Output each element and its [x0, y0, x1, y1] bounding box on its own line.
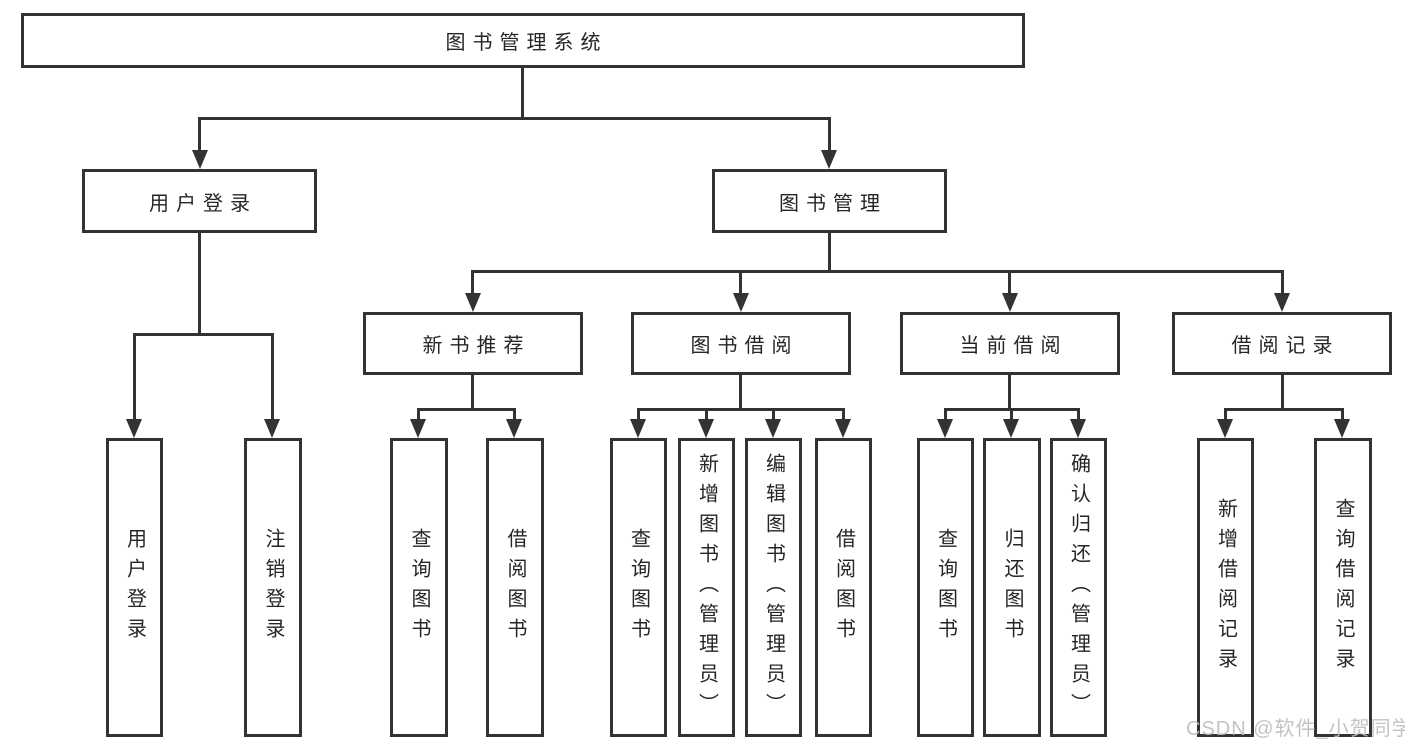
- arrowhead-icon: [1334, 419, 1350, 438]
- connector-v: [1224, 408, 1227, 422]
- connector-v: [828, 232, 831, 273]
- leaf-borrow-edit-label: 编辑图书（管理员）: [762, 452, 785, 723]
- arrowhead-icon: [733, 293, 749, 312]
- node-book-mgmt: 图书管理: [712, 169, 947, 233]
- arrowhead-icon: [1002, 293, 1018, 312]
- leaf-borrow-borrow-label: 借阅图书: [832, 527, 855, 648]
- leaf-current-return-label: 归还图书: [1001, 527, 1023, 648]
- leaf-records-query: 查询借阅记录: [1314, 438, 1372, 737]
- connector-v: [1281, 270, 1284, 296]
- leaf-borrow-query-label: 查询图书: [627, 527, 650, 648]
- arrowhead-icon: [410, 419, 426, 438]
- node-borrow-records-label: 借阅记录: [1231, 335, 1340, 357]
- arrowhead-icon: [630, 419, 646, 438]
- connector-v: [133, 333, 136, 420]
- connector-v: [944, 408, 947, 422]
- arrowhead-icon: [821, 150, 837, 169]
- connector-v: [1010, 408, 1013, 422]
- leaf-current-confirm-label: 确认归还（管理员）: [1067, 452, 1090, 723]
- connector-v: [198, 117, 201, 153]
- arrowhead-icon: [126, 419, 142, 438]
- arrowhead-icon: [1217, 419, 1233, 438]
- connector-v: [705, 408, 708, 422]
- leaf-current-return: 归还图书: [983, 438, 1041, 737]
- arrowhead-icon: [765, 419, 781, 438]
- leaf-logout: 注销登录: [244, 438, 302, 737]
- leaf-records-add: 新增借阅记录: [1197, 438, 1254, 737]
- connector-v: [513, 408, 516, 422]
- connector-h: [198, 117, 831, 120]
- arrowhead-icon: [937, 419, 953, 438]
- leaf-records-query-label: 查询借阅记录: [1332, 497, 1354, 678]
- connector-h: [637, 408, 845, 411]
- leaf-borrow-edit: 编辑图书（管理员）: [745, 438, 802, 737]
- leaf-new-books-query: 查询图书: [390, 438, 448, 737]
- arrowhead-icon: [465, 293, 481, 312]
- connector-h: [471, 270, 1283, 273]
- connector-v: [1281, 374, 1284, 411]
- connector-h: [417, 408, 516, 411]
- connector-h: [133, 333, 274, 336]
- leaf-records-add-label: 新增借阅记录: [1214, 497, 1237, 678]
- leaf-borrow-query: 查询图书: [610, 438, 667, 737]
- leaf-current-confirm: 确认归还（管理员）: [1050, 438, 1107, 737]
- node-current-borrow-label: 当前借阅: [959, 335, 1068, 357]
- connector-v: [1341, 408, 1344, 422]
- arrowhead-icon: [192, 150, 208, 169]
- leaf-new-books-borrow-label: 借阅图书: [504, 527, 526, 648]
- connector-v: [271, 333, 274, 420]
- leaf-borrow-add: 新增图书（管理员）: [678, 438, 735, 737]
- connector-v: [739, 374, 742, 411]
- arrowhead-icon: [1274, 293, 1290, 312]
- connector-v: [471, 270, 474, 296]
- arrowhead-icon: [506, 419, 522, 438]
- leaf-borrow-add-label: 新增图书（管理员）: [695, 452, 718, 723]
- node-borrow-records: 借阅记录: [1172, 312, 1392, 375]
- connector-v: [521, 67, 524, 118]
- node-book-mgmt-label: 图书管理: [779, 192, 887, 215]
- node-new-books-label: 新书推荐: [422, 335, 531, 357]
- leaf-user-login: 用户登录: [106, 438, 163, 737]
- connector-v: [198, 232, 201, 336]
- connector-v: [1008, 270, 1011, 296]
- connector-v: [471, 374, 474, 411]
- node-book-borrow-label: 图书借阅: [690, 335, 799, 357]
- leaf-logout-label: 注销登录: [262, 527, 284, 648]
- node-user-login-label: 用户登录: [149, 192, 257, 215]
- connector-v: [1008, 374, 1011, 411]
- leaf-new-books-borrow: 借阅图书: [486, 438, 544, 737]
- csdn-watermark: CSDN @软件_小贺同学: [1186, 718, 1405, 740]
- connector-v: [828, 117, 831, 153]
- connector-v: [772, 408, 775, 422]
- node-root: 图书管理系统: [21, 13, 1025, 68]
- arrowhead-icon: [698, 419, 714, 438]
- leaf-borrow-borrow: 借阅图书: [815, 438, 872, 737]
- connector-v: [739, 270, 742, 296]
- connector-v: [637, 408, 640, 422]
- arrowhead-icon: [1003, 419, 1019, 438]
- connector-v: [417, 408, 420, 422]
- node-root-label: 图书管理系统: [445, 32, 608, 54]
- arrowhead-icon: [1070, 419, 1086, 438]
- node-current-borrow: 当前借阅: [900, 312, 1120, 375]
- arrowhead-icon: [835, 419, 851, 438]
- leaf-user-login-label: 用户登录: [123, 527, 146, 648]
- leaf-current-query: 查询图书: [917, 438, 974, 737]
- node-new-books: 新书推荐: [363, 312, 583, 375]
- arrowhead-icon: [264, 419, 280, 438]
- connector-h: [1224, 408, 1344, 411]
- connector-v: [842, 408, 845, 422]
- node-book-borrow: 图书借阅: [631, 312, 851, 375]
- node-user-login: 用户登录: [82, 169, 317, 233]
- leaf-current-query-label: 查询图书: [934, 527, 957, 648]
- connector-v: [1077, 408, 1080, 422]
- leaf-new-books-query-label: 查询图书: [408, 527, 430, 648]
